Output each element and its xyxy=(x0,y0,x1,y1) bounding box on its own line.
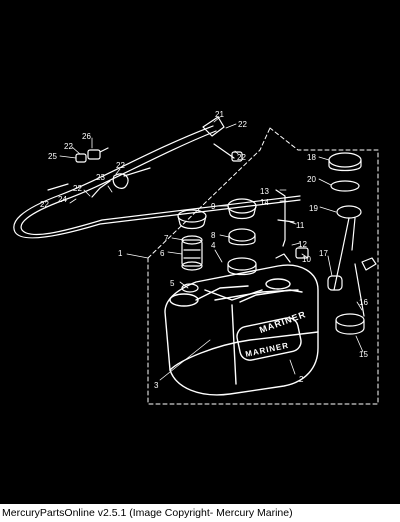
tank-top-brand: MARINER xyxy=(258,309,307,335)
copyright-footer: MercuryPartsOnline v2.5.1 (Image Copyrig… xyxy=(0,504,400,522)
callout-15: 15 xyxy=(359,350,368,359)
callout-24: 24 xyxy=(58,195,67,204)
callout-13: 13 xyxy=(260,187,269,196)
callout-22: 22 xyxy=(64,142,73,151)
callout-20: 20 xyxy=(307,175,316,184)
fuel-hose-assembly xyxy=(13,116,301,239)
callout-8: 8 xyxy=(211,231,216,240)
callout-12: 12 xyxy=(298,240,307,249)
callout-22: 22 xyxy=(237,153,246,162)
assembly-boundary xyxy=(147,127,379,405)
callout-1: 1 xyxy=(118,249,123,258)
callout-26: 26 xyxy=(82,132,91,141)
fuel-gauge-pickup xyxy=(275,152,377,335)
callout-7: 7 xyxy=(164,234,169,243)
tank-caps xyxy=(177,198,257,293)
callout-9: 9 xyxy=(211,202,216,211)
callout-22: 22 xyxy=(116,161,125,170)
callout-22: 22 xyxy=(40,200,49,209)
callout-23: 23 xyxy=(96,173,105,182)
callout-21: 21 xyxy=(215,110,224,119)
callout-10: 10 xyxy=(302,255,311,264)
callout-2: 2 xyxy=(299,375,304,384)
callout-6: 6 xyxy=(160,249,165,258)
callout-19: 19 xyxy=(309,204,318,213)
fuel-tank-exploded-diagram: MARINER MARINER 1 2 3 4 5 6 7 8 9 10 11 … xyxy=(13,110,379,405)
callout-16: 16 xyxy=(359,298,368,307)
callout-25: 25 xyxy=(48,152,57,161)
callout-3: 3 xyxy=(154,381,159,390)
callout-numbers: 1 2 3 4 5 6 7 8 9 10 11 12 13 14 15 16 1… xyxy=(40,110,368,390)
callout-22: 22 xyxy=(73,184,82,193)
callout-leaders xyxy=(59,116,364,381)
callout-17: 17 xyxy=(319,249,328,258)
callout-4: 4 xyxy=(211,241,216,250)
callout-14: 14 xyxy=(260,198,269,207)
callout-5: 5 xyxy=(170,279,175,288)
callout-11: 11 xyxy=(296,221,305,230)
callout-22: 22 xyxy=(238,120,247,129)
callout-18: 18 xyxy=(307,153,316,162)
